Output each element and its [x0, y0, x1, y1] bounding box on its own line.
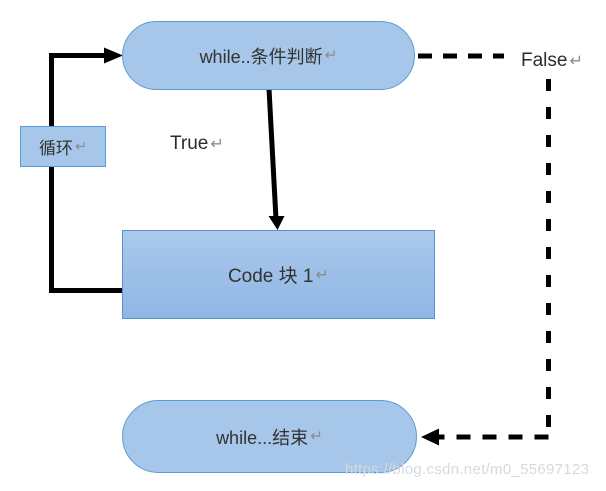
false-branch-arrowhead-icon: [421, 428, 439, 446]
edge-label-true-text: True: [170, 133, 209, 154]
edge-label-false: False↵: [521, 50, 583, 72]
true-branch-connector-line: [266, 88, 279, 220]
node-while-condition-label: while..条件判断: [199, 46, 323, 67]
return-mark-icon: ↵: [210, 135, 224, 153]
node-loop-tag-label: 循环: [38, 139, 73, 158]
node-loop-tag: 循环↵: [20, 126, 106, 167]
node-while-condition: while..条件判断↵: [122, 21, 415, 90]
return-mark-icon: ↵: [310, 428, 323, 445]
loop-back-arrowhead-icon: [104, 47, 123, 64]
node-code-block: Code 块 1↵: [122, 230, 435, 319]
return-mark-icon: ↵: [324, 47, 338, 64]
edge-label-true: True↵: [170, 133, 224, 155]
return-mark-icon: ↵: [74, 138, 88, 155]
return-mark-icon: ↵: [569, 52, 583, 70]
node-code-block-label: Code 块 1: [227, 266, 314, 287]
loop-back-connector-line: [49, 53, 122, 293]
true-branch-arrowhead-icon: [268, 216, 285, 230]
return-mark-icon: ↵: [315, 265, 330, 284]
node-while-end: while...结束↵: [122, 400, 417, 473]
edge-label-false-text: False: [521, 50, 568, 71]
watermark-url: https://blog.csdn.net/m0_55697123: [345, 461, 590, 478]
node-while-end-label: while...结束: [216, 427, 309, 448]
